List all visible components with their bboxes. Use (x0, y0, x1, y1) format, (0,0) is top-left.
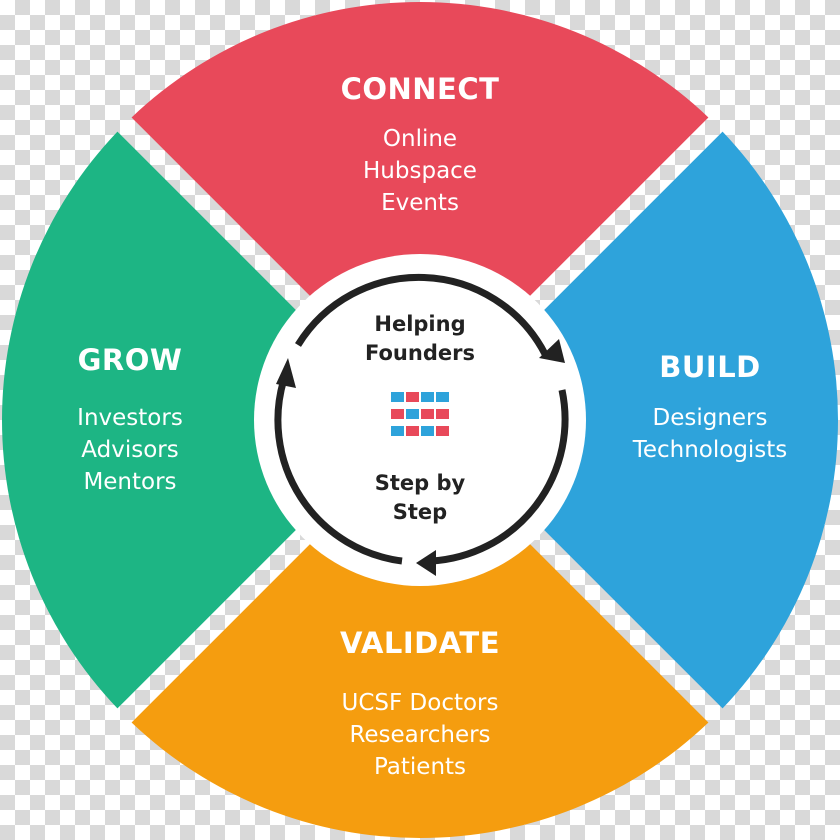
validate-title: VALIDATE (339, 626, 501, 660)
grow-item: Investors (77, 405, 183, 431)
connect-item: Events (381, 190, 459, 216)
build-segment[interactable] (532, 131, 839, 709)
grow-item: Mentors (83, 469, 177, 495)
validate-item: Researchers (349, 722, 491, 748)
logo-grid-cell (421, 409, 434, 419)
grow-title: GROW (77, 343, 183, 377)
connect-item: Online (382, 126, 458, 152)
build-item: Designers (652, 405, 768, 431)
connect-item: Hubspace (363, 158, 477, 184)
logo-grid-cell (391, 426, 404, 436)
center-bottom-line1: Step by (374, 471, 466, 495)
logo-grid-cell (421, 392, 434, 402)
connect-segment[interactable] (131, 1, 709, 308)
grow-segment[interactable] (1, 131, 308, 709)
connect-title: CONNECT (340, 72, 500, 106)
logo-grid-cell (406, 426, 419, 436)
arrowhead-right-icon (539, 339, 565, 363)
logo-grid-icon (391, 392, 449, 436)
arrow-arc-right (431, 389, 569, 565)
arrow-arc-left (274, 377, 403, 565)
logo-grid-cell (406, 409, 419, 419)
build-item: Technologists (632, 437, 788, 463)
arrow-arc-top (295, 273, 549, 356)
logo-grid-cell (391, 392, 404, 402)
logo-grid-cell (436, 409, 449, 419)
arrowhead-bottom-icon (416, 550, 436, 576)
center-hub (254, 254, 586, 586)
logo-grid-cell (406, 392, 419, 402)
logo-grid-cell (436, 392, 449, 402)
validate-item: UCSF Doctors (341, 690, 499, 716)
validate-segment[interactable] (131, 532, 709, 839)
cycle-arrows (274, 273, 569, 565)
arrowhead-left-icon (276, 358, 296, 388)
grow-item: Advisors (81, 437, 179, 463)
logo-grid-cell (421, 426, 434, 436)
center-top-line1: Helping (374, 312, 466, 336)
logo-grid-cell (391, 409, 404, 419)
build-title: BUILD (659, 350, 761, 384)
center-top-line2: Founders (365, 341, 475, 365)
validate-item: Patients (373, 754, 467, 780)
logo-grid-cell (436, 426, 449, 436)
center-bottom-line2: Step (392, 500, 448, 524)
